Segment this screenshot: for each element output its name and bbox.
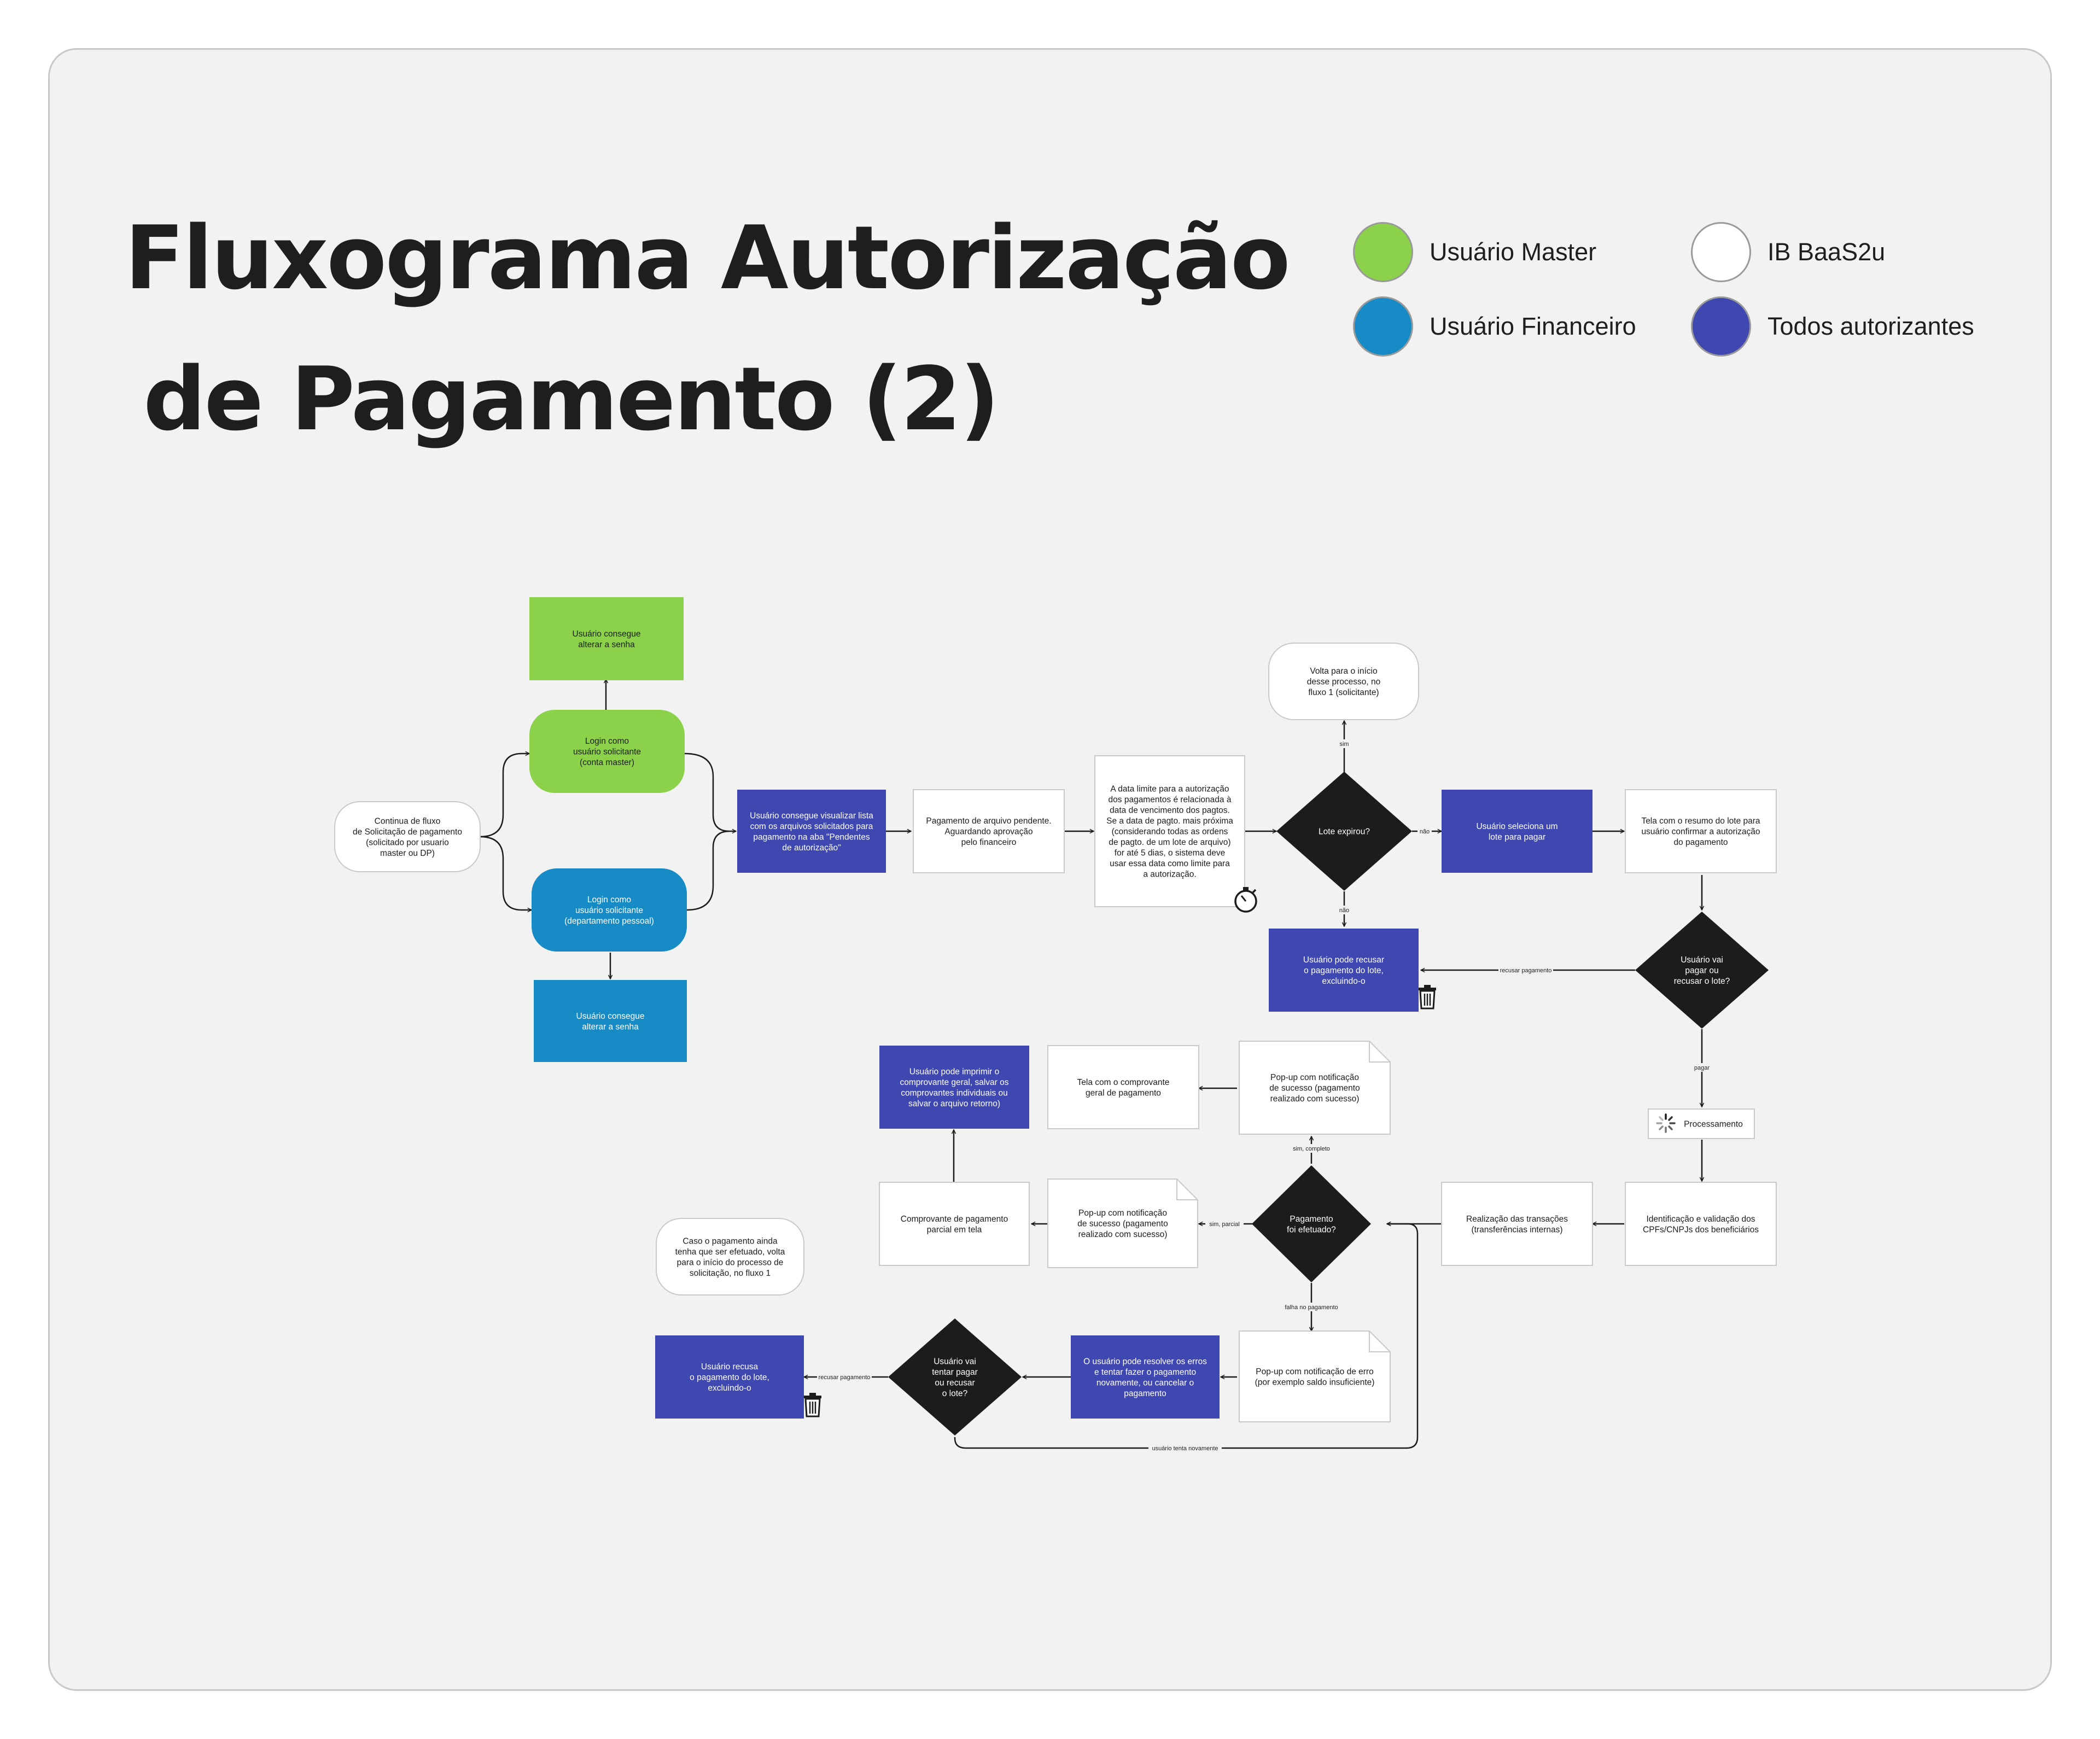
edge-label-usuario-tenta-novamente: usuário tenta novamente <box>1152 1445 1218 1452</box>
node-text: Realização das transações(transferências… <box>1466 1215 1568 1235</box>
edge-retry-tenta-novamente <box>954 1224 1419 1449</box>
legend-swatch-ib-baas2u <box>1691 222 1751 282</box>
legend-label-usuario-master: Usuário Master <box>1430 238 1597 266</box>
node-processing: Processamento <box>1648 1108 1755 1139</box>
node-pending: Pagamento de arquivo pendente.Aguardando… <box>913 789 1065 873</box>
edge-login-dp-to-view-list <box>686 830 730 911</box>
page-title-line-2: de Pagamento (2) <box>143 348 1000 450</box>
legend-label-ib-baas2u: IB BaaS2u <box>1768 238 1886 266</box>
edge-logins-to-view-list <box>684 752 736 831</box>
edge-label-pagar: pagar <box>1694 1065 1710 1071</box>
legend-swatch-usuario-master <box>1353 222 1413 282</box>
edge-label-falha-no-pagamento: falha no pagamento <box>1285 1304 1338 1311</box>
legend-swatch-usuario-financeiro <box>1353 296 1413 357</box>
edge-label-recusar-pagamento-2: recusar pagamento <box>819 1374 871 1381</box>
trash-icon <box>804 1393 821 1417</box>
edge-label-recusar-pagamento-1: recusar pagamento <box>1500 967 1552 974</box>
node-transactions: Realização das transações(transferências… <box>1441 1182 1593 1266</box>
edge-label-nao-right: não <box>1420 828 1430 835</box>
trash-icon <box>1419 985 1436 1009</box>
node-popup-error: Pop-up com notificação de erro(por exemp… <box>1239 1330 1391 1422</box>
node-text: Pop-up com notificação de erro(por exemp… <box>1255 1367 1375 1387</box>
node-text: Pagamento de arquivo pendente.Aguardando… <box>926 816 1051 847</box>
page-title-line-1: Fluxograma Autorização <box>125 207 1291 309</box>
legend-label-usuario-financeiro: Usuário Financeiro <box>1430 312 1636 340</box>
legend-swatch-todos-autorizantes <box>1691 296 1751 357</box>
node-text: Lote expirou? <box>1319 827 1370 837</box>
edge-label-sim-parcial: sim, parcial <box>1209 1221 1240 1228</box>
spinner-icon <box>1656 1113 1676 1133</box>
connectors <box>480 679 1702 1449</box>
edge-label-nao-down: não <box>1339 907 1349 914</box>
edge-start-to-login-dp <box>480 836 532 910</box>
legend-label-todos-autorizantes: Todos autorizantes <box>1768 312 1974 340</box>
node-text: Processamento <box>1684 1120 1743 1129</box>
edge-start-to-login-master <box>480 754 529 838</box>
edge-label-sim: sim <box>1339 741 1349 748</box>
edge-label-sim-completo: sim, completo <box>1293 1146 1330 1152</box>
node-expired-q: Lote expirou? <box>1276 772 1412 891</box>
edge-labels: sim não não recusar pagamento pagar sim,… <box>817 739 1712 1452</box>
stopwatch-icon <box>1234 887 1257 913</box>
